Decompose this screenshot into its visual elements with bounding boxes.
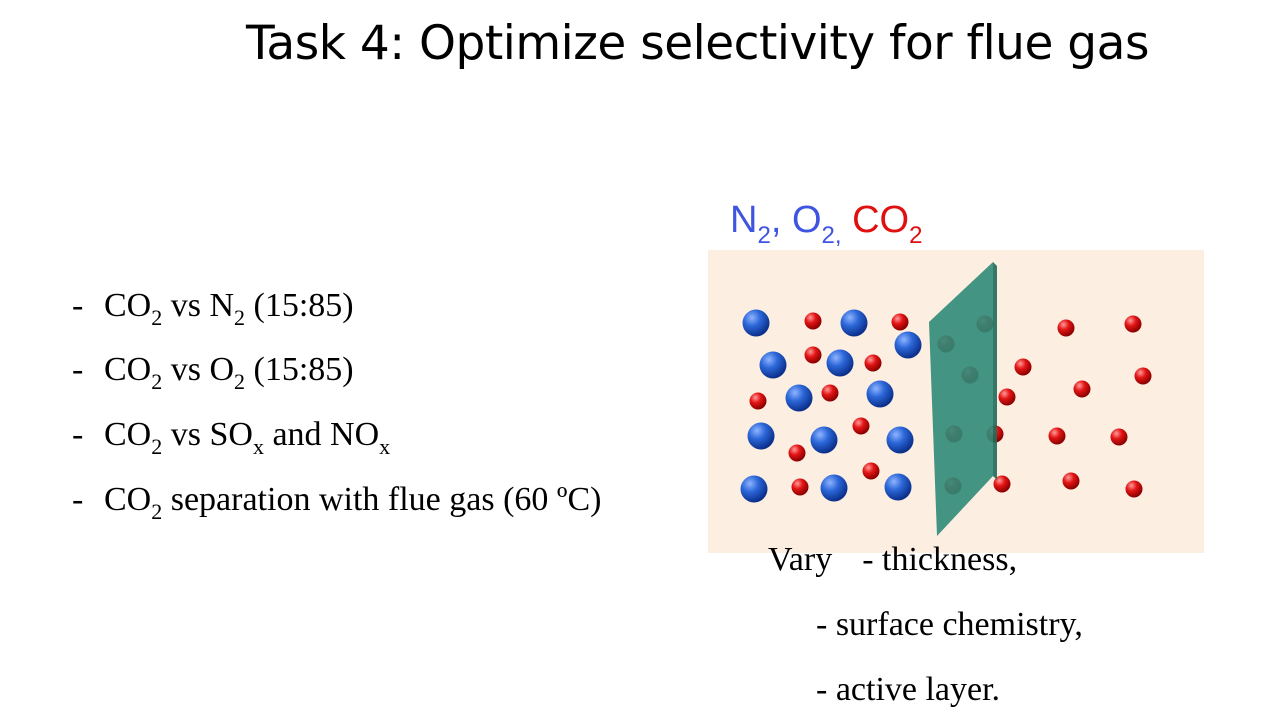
n2-molecule <box>742 309 770 337</box>
co2-molecule <box>1014 358 1032 376</box>
n2-molecule <box>820 474 848 502</box>
co2-molecule <box>1124 315 1142 333</box>
co2-molecule <box>993 475 1011 493</box>
membrane <box>929 262 997 536</box>
co2-molecule <box>821 384 839 402</box>
co2-molecule <box>749 392 767 410</box>
vary-line-surface-chemistry: - surface chemistry, <box>816 606 1083 643</box>
n2-molecule <box>866 380 894 408</box>
co2-molecule <box>791 478 809 496</box>
n2-molecule <box>886 426 914 454</box>
n2-molecule <box>894 331 922 359</box>
n2-molecule <box>810 426 838 454</box>
co2-label: CO2 <box>852 199 923 249</box>
co2-molecule <box>804 346 822 364</box>
bullet-list: -CO2 vs N2 (15:85) -CO2 vs O2 (15:85) -C… <box>72 287 602 524</box>
co2-molecule <box>788 444 806 462</box>
vary-line-thickness: Vary- thickness, <box>768 541 1018 578</box>
n2-molecule <box>826 349 854 377</box>
membrane-edge <box>993 262 997 480</box>
co2-molecule <box>891 313 909 331</box>
bullet-co2-flue-gas: -CO2 separation with flue gas (60 ºC) <box>72 481 602 524</box>
gas-mixture-label: N2, O2, CO2 <box>730 196 923 249</box>
n2-molecule <box>785 384 813 412</box>
vary-line-active-layer: - active layer. <box>816 671 1001 708</box>
co2-molecule <box>998 388 1016 406</box>
membrane-face <box>929 262 993 536</box>
co2-molecule <box>1073 380 1091 398</box>
n2-molecule <box>884 473 912 501</box>
bullet-co2-vs-n2: -CO2 vs N2 (15:85) <box>72 287 354 330</box>
co2-molecule <box>1048 427 1066 445</box>
slide-title: Task 4: Optimize selectivity for flue ga… <box>246 16 1149 71</box>
co2-molecule <box>864 354 882 372</box>
n2-molecule <box>740 475 768 503</box>
co2-molecule <box>1134 367 1152 385</box>
bullet-co2-vs-sox-nox: -CO2 vs SOx and NOx <box>72 416 391 459</box>
n2-molecule <box>747 422 775 450</box>
n2-molecule <box>840 309 868 337</box>
co2-molecule <box>1125 480 1143 498</box>
membrane-diagram <box>708 250 1204 553</box>
n2-molecule <box>759 351 787 379</box>
co2-molecule <box>1057 319 1075 337</box>
co2-molecule <box>1110 428 1128 446</box>
n2-label: N2, O2, <box>730 199 842 249</box>
co2-molecule <box>1062 472 1080 490</box>
co2-molecule <box>852 417 870 435</box>
co2-molecule <box>862 462 880 480</box>
bullet-co2-vs-o2: -CO2 vs O2 (15:85) <box>72 351 354 394</box>
co2-molecule <box>804 312 822 330</box>
